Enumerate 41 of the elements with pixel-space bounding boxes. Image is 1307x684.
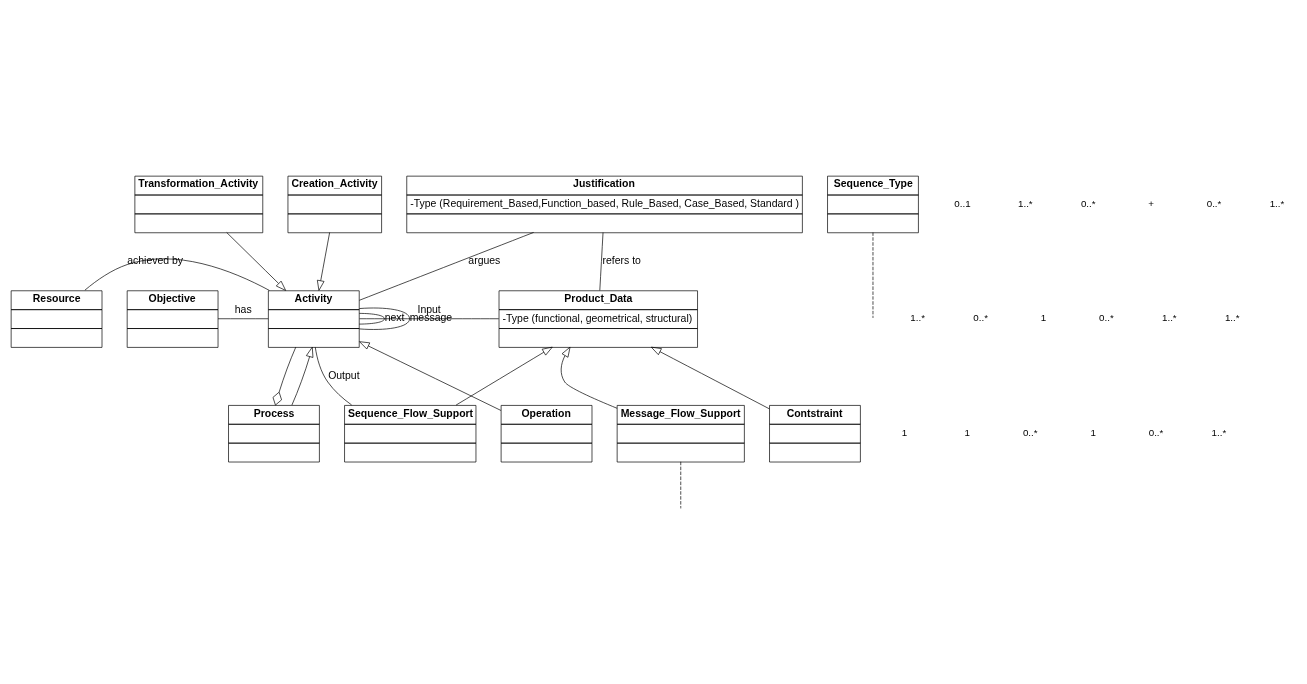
- label: 0..*: [1022, 426, 1038, 438]
- connector: [359, 307, 410, 330]
- edge-label: argues: [468, 254, 501, 266]
- label: 1..*: [1211, 426, 1227, 438]
- connector: [314, 346, 352, 405]
- connector: [272, 346, 297, 405]
- arrow: [560, 346, 618, 409]
- label: 0..*: [1148, 426, 1164, 438]
- connector: [84, 257, 270, 291]
- label: 1: [964, 426, 971, 438]
- label: 0..*: [1206, 197, 1222, 209]
- arrow: [226, 231, 287, 291]
- label: 0..*: [973, 311, 988, 323]
- arrow: [650, 346, 770, 409]
- label: 0..1: [954, 197, 971, 209]
- arrow: [359, 340, 502, 411]
- connector: [680, 460, 682, 509]
- label: 1: [901, 426, 908, 438]
- arrow: [316, 231, 330, 291]
- label: +: [1148, 197, 1155, 209]
- connector: [359, 317, 500, 319]
- label: 1..*: [1162, 311, 1177, 323]
- edge-label: has: [234, 303, 252, 315]
- edge-label: achieved by: [127, 254, 184, 266]
- arrow: [291, 346, 314, 405]
- label: 0..*: [1099, 311, 1114, 323]
- label: 1..*: [1269, 197, 1285, 209]
- label: 1..*: [1224, 311, 1240, 323]
- connector: [599, 231, 604, 291]
- edge-label: refers to: [602, 254, 641, 266]
- arrow: [455, 346, 553, 405]
- label: 1..*: [910, 311, 926, 323]
- connector: [359, 231, 534, 301]
- edge-label: next: [384, 311, 405, 323]
- connector: [217, 317, 269, 319]
- connector: [358, 312, 385, 324]
- label: 1: [1090, 426, 1096, 438]
- label: 1..*: [1018, 197, 1033, 209]
- label: 0..*: [1080, 197, 1096, 209]
- label: 1: [1040, 311, 1047, 323]
- edge-label: Output: [328, 369, 360, 380]
